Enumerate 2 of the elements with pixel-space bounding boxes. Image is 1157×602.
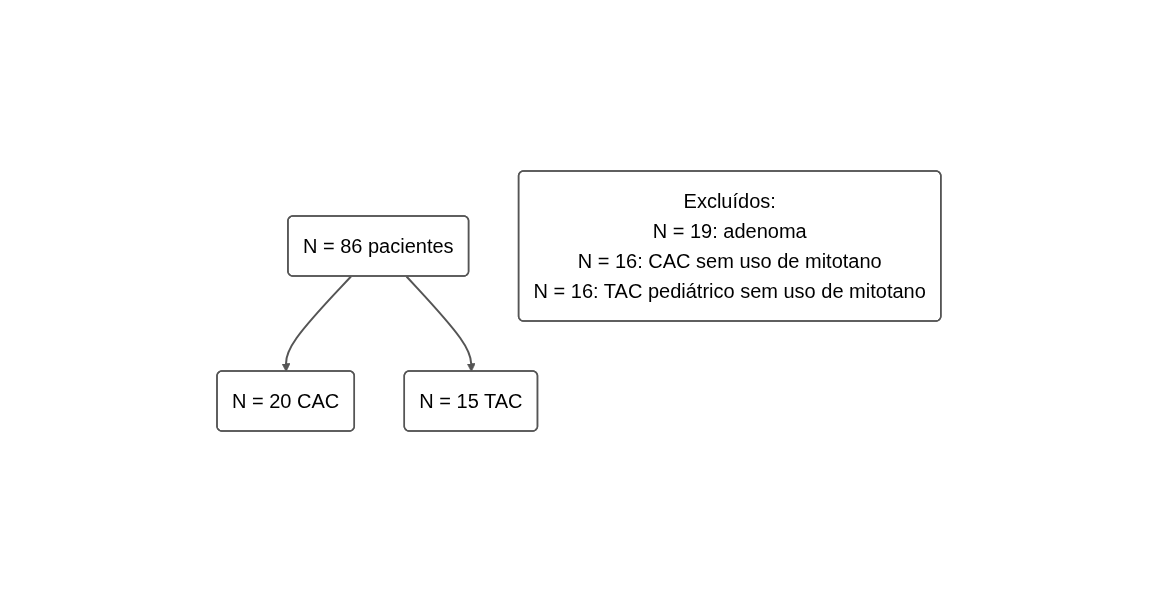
arrow xyxy=(281,275,352,372)
arrow xyxy=(405,275,476,372)
